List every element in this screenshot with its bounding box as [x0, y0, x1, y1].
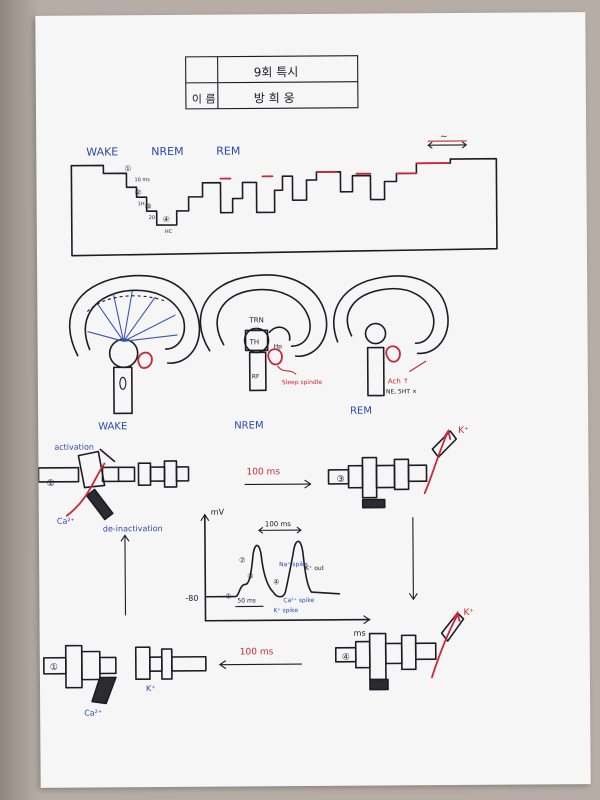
hypnogram-step-4: ④	[163, 215, 170, 224]
nrem-spindle-note: Sleep spindle	[282, 379, 323, 386]
hypnogram-step-2-note: 1H	[138, 201, 145, 207]
k-label-bottom-right: K⁺	[463, 608, 474, 618]
graph-ca-spike: Ca²⁺ spike	[283, 597, 314, 604]
ca-label-top: Ca²⁺	[57, 517, 75, 526]
header-name-value: 방 희 웅	[254, 91, 295, 105]
channel-bottom-left: ① Ca²⁺ K⁺	[42, 644, 207, 718]
header-row1-value: 9회 특시	[254, 65, 299, 79]
graph-x-axis-label: ms	[354, 629, 366, 638]
arrow-bottom: 100 ms	[218, 647, 302, 670]
arrow-up-left	[120, 534, 130, 616]
nrem-trn-label: TRN	[248, 316, 263, 324]
hypnogram: WAKE NREM REM ~ ① 10 ms ② 1H ③ 20 ④ HC	[70, 132, 498, 257]
time-label-bottom: 100 ms	[240, 647, 274, 657]
graph-y-axis-label: mV	[211, 508, 225, 517]
channel-top-left-step: ②	[47, 479, 55, 489]
graph-trace	[204, 540, 341, 598]
graph-y-value: -80	[185, 594, 198, 603]
hypnogram-step-3-note: 20	[149, 215, 155, 221]
hypnogram-step-1: ①	[124, 164, 131, 173]
hypnogram-nrem-label: NREM	[151, 145, 183, 158]
channel-top-right-step: ③	[337, 475, 345, 485]
brain-nrem-label: NREM	[234, 420, 263, 431]
hypnogram-frame	[70, 157, 498, 257]
graph-step-4: ④	[273, 578, 279, 586]
graph-step-2: ②	[239, 556, 245, 564]
hypnogram-step-3: ③	[145, 202, 152, 211]
graph-y-axis	[203, 513, 207, 622]
graph-step-3: ③	[247, 572, 253, 580]
activation-label: activation	[54, 443, 94, 452]
channel-top-left: activation ② Ca²⁺ de-inactivation	[37, 443, 190, 533]
nrem-th-label: TH	[249, 338, 260, 346]
desk-shadow	[0, 0, 40, 800]
header-name-label: 이 름	[192, 93, 216, 106]
header-table: 9회 특시 이 름 방 희 웅	[185, 55, 359, 110]
ca-label-bottom: Ca²⁺	[84, 708, 102, 717]
time-label-top: 100 ms	[246, 467, 280, 477]
potential-graph: mV ms -80 100 ms 50 ms Na⁺ spike K⁺ out …	[185, 508, 371, 638]
graph-x-axis	[204, 618, 371, 622]
hypnogram-step-2: ②	[135, 188, 142, 197]
handwritten-notes: 9회 특시 이 름 방 희 웅 WAKE NREM REM ~ ① 10 ms …	[37, 55, 498, 718]
graph-k-out: K⁺ out	[305, 565, 325, 572]
rem-ne-note: NE, 5HT ×	[386, 388, 417, 395]
paper-sheet: 9회 특시 이 름 방 희 웅 WAKE NREM REM ~ ① 10 ms …	[35, 12, 591, 788]
hypnogram-trace	[70, 158, 452, 226]
graph-step-1: ①	[225, 593, 231, 601]
brain-rem-label: REM	[350, 406, 372, 417]
brain-wake-label: WAKE	[98, 421, 127, 432]
nrem-hp-label: Hp	[274, 343, 283, 350]
graph-na-spike: Na⁺ spike	[279, 561, 308, 568]
k-label-bottom: K⁺	[146, 684, 156, 693]
hypnogram-step-1-note: 10 ms	[134, 177, 150, 183]
arrow-top: 100 ms	[244, 467, 312, 489]
channel-bottom-right: ④ K⁺	[334, 608, 474, 691]
brain-nrem: TRN TH Hp RF Sleep spindle NREM	[199, 274, 328, 432]
brain-rem: Ach ↑ NE, 5HT × REM	[333, 275, 449, 417]
graph-bottom-interval: 50 ms	[237, 597, 256, 604]
hypnogram-wake-label: WAKE	[86, 145, 118, 158]
arrow-down-right	[408, 517, 418, 601]
brain-wake: WAKE	[68, 274, 201, 433]
channel-bottom-right-step: ④	[342, 653, 350, 663]
graph-top-interval: 100 ms	[265, 520, 291, 528]
channel-top-right: ③ K⁺	[327, 426, 469, 509]
channel-bottom-left-step: ①	[50, 663, 58, 673]
hypnogram-rem-label: REM	[216, 145, 240, 158]
deinactivation-label: de-inactivation	[103, 524, 163, 533]
hypnogram-step-4-note: HC	[165, 229, 173, 235]
hypnogram-arrow-label: ~	[440, 132, 448, 142]
rem-ach-note: Ach ↑	[388, 377, 409, 385]
k-label-top: K⁺	[458, 426, 469, 436]
nrem-rf-label: RF	[252, 373, 260, 380]
graph-k-spike: K⁺ spike	[273, 607, 298, 614]
